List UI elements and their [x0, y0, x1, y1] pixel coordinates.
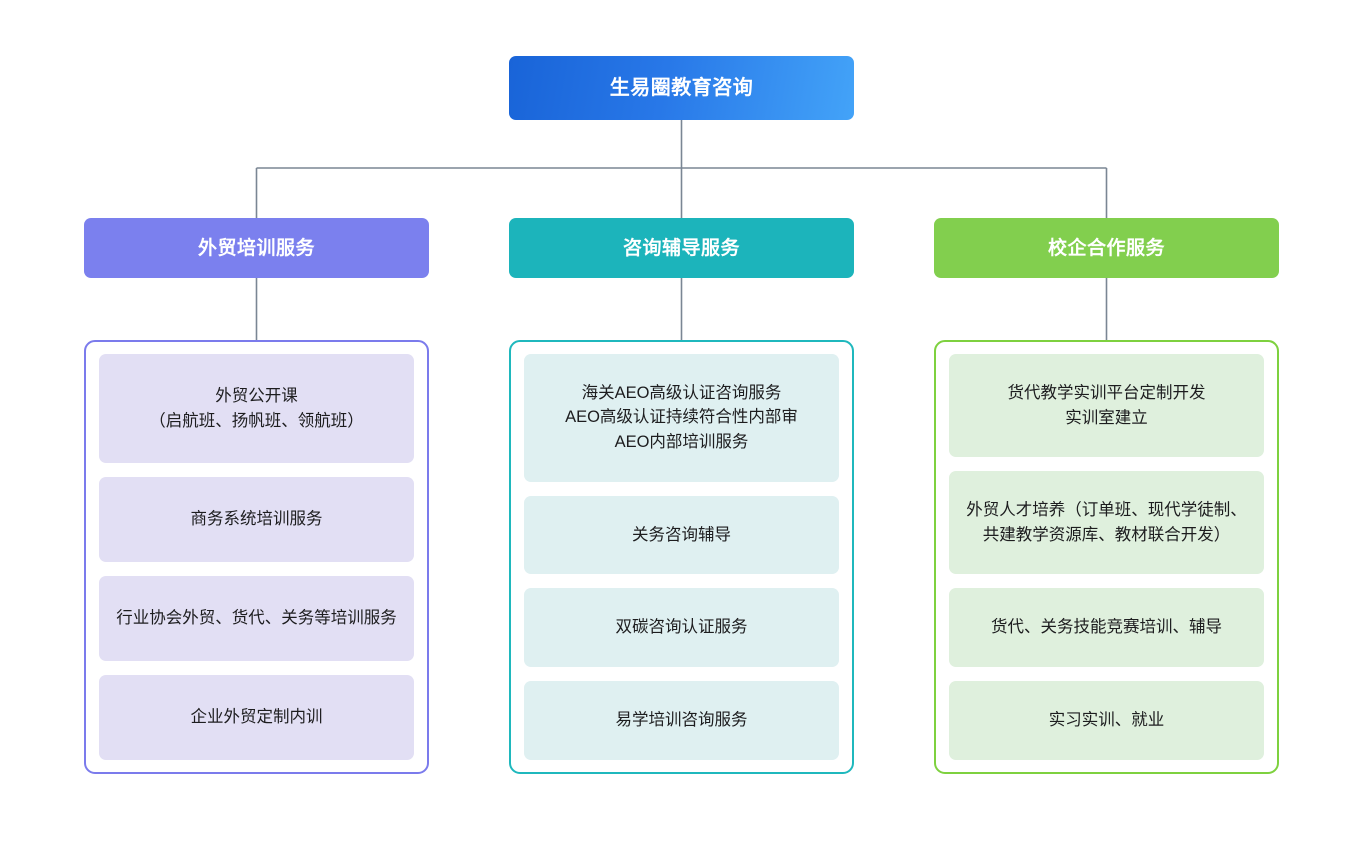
- service-item[interactable]: 双碳咨询认证服务: [524, 588, 839, 668]
- branch-header-consulting[interactable]: 咨询辅导服务: [509, 218, 854, 278]
- branch-header-school-enterprise[interactable]: 校企合作服务: [934, 218, 1279, 278]
- branch-header-label: 外贸培训服务: [197, 237, 315, 259]
- service-item[interactable]: 商务系统培训服务: [99, 477, 414, 563]
- service-item[interactable]: 行业协会外贸、货代、关务等培训服务: [99, 576, 414, 662]
- branch-body-school-enterprise: 货代教学实训平台定制开发 实训室建立 外贸人才培养（订单班、现代学徒制、共建教学…: [934, 340, 1279, 774]
- service-item[interactable]: 货代教学实训平台定制开发 实训室建立: [949, 354, 1264, 458]
- branch-body-training: 外贸公开课 （启航班、扬帆班、领航班） 商务系统培训服务 行业协会外贸、货代、关…: [84, 340, 429, 774]
- root-node[interactable]: 生易圈教育咨询: [509, 56, 854, 120]
- service-item[interactable]: 货代、关务技能竞赛培训、辅导: [949, 588, 1264, 668]
- service-item[interactable]: 外贸公开课 （启航班、扬帆班、领航班）: [99, 354, 414, 464]
- root-node-label: 生易圈教育咨询: [609, 77, 754, 99]
- service-item[interactable]: 关务咨询辅导: [524, 495, 839, 575]
- service-item[interactable]: 企业外贸定制内训: [99, 675, 414, 760]
- service-item[interactable]: 海关AEO高级认证咨询服务 AEO高级认证持续符合性内部审 AEO内部培训服务: [524, 354, 839, 482]
- service-item[interactable]: 易学培训咨询服务: [524, 681, 839, 760]
- branch-header-label: 校企合作服务: [1047, 237, 1165, 259]
- branch-header-label: 咨询辅导服务: [622, 237, 740, 259]
- service-item[interactable]: 外贸人才培养（订单班、现代学徒制、共建教学资源库、教材联合开发）: [949, 471, 1264, 575]
- branch-header-training[interactable]: 外贸培训服务: [84, 218, 429, 278]
- service-item[interactable]: 实习实训、就业: [949, 681, 1264, 760]
- branch-body-consulting: 海关AEO高级认证咨询服务 AEO高级认证持续符合性内部审 AEO内部培训服务 …: [509, 340, 854, 774]
